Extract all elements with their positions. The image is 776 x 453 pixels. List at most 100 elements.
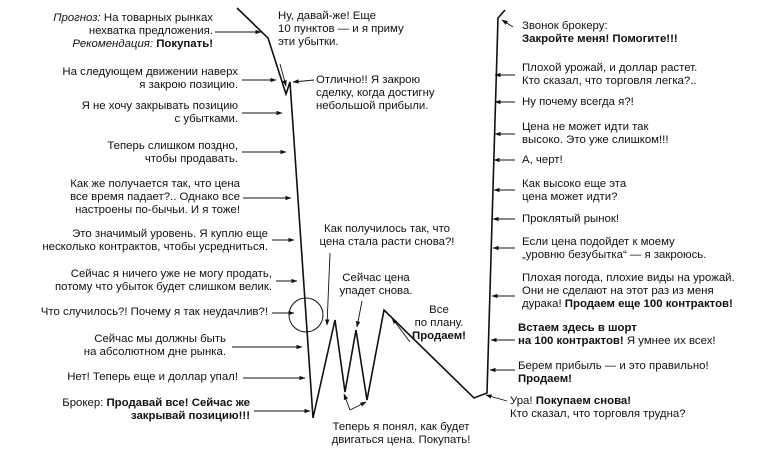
note-line: Теперь слишком поздно, xyxy=(107,140,238,152)
note-will-fall-again: Сейчас цена упадет снова. xyxy=(336,272,416,298)
forecast-note: Прогноз: На товарных рынках нехватка пре… xyxy=(53,12,213,52)
note-market-bottom: Сейчас мы должны быть на абсолютном дне … xyxy=(84,333,226,359)
note-how-high: Как высоко еще эта цена может идти? xyxy=(522,178,626,204)
note-line: А, черт! xyxy=(522,154,563,166)
note-action: Продаем еще 100 контрактов! xyxy=(564,298,733,311)
note-line: Все xyxy=(429,304,449,316)
note-line: я закрою позицию. xyxy=(139,79,238,92)
note-small-profit: Отлично!! Я закрою сделку, когда достигн… xyxy=(316,74,435,114)
note-line: Плохой урожай, и доллар растет. xyxy=(522,62,698,74)
broker-prefix: Брокер: xyxy=(62,397,104,409)
broker-demand: Продавай все! Сейчас же xyxy=(106,397,251,409)
note-action: Покупаем снова! xyxy=(535,395,632,407)
note-line: Я не хочу закрывать позицию xyxy=(81,100,238,112)
note-line: настроены по-бычьи. И я тоже! xyxy=(75,204,240,217)
left-arrows xyxy=(215,29,311,414)
note-line: эти убытки. xyxy=(278,36,339,49)
note-line: Теперь я понял, как будет xyxy=(332,421,470,433)
note-price-falling: Как же получается так, что цена все врем… xyxy=(70,178,240,218)
recommendation-action: Покупать! xyxy=(156,38,213,51)
note-line: сделку, когда достигну xyxy=(316,87,435,100)
note-all-to-plan: Все по плану. Продаем! xyxy=(404,304,474,344)
note-price-rising-again: Как получилось так, что цена стала расти… xyxy=(312,223,462,249)
note-line: Это значимый уровень. Я куплю еще xyxy=(72,228,268,240)
note-too-late: Теперь слишком поздно, чтобы продавать. xyxy=(107,140,238,166)
note-line: Кто сказал, что торговля легка?.. xyxy=(522,75,697,88)
note-line: по плану. xyxy=(414,317,464,330)
note-bad-harvest: Плохой урожай, и доллар растет. Кто сказ… xyxy=(522,62,697,88)
note-no-loss-close: Я не хочу закрывать позицию с убытками. xyxy=(82,100,238,126)
note-close-on-rise: На следующем движении наверх я закрою по… xyxy=(62,66,238,92)
note-line: Берем прибыль — и это правильно! xyxy=(518,360,709,372)
note-line: Сейчас цена xyxy=(342,272,410,284)
note-line: с убытками. xyxy=(174,113,238,126)
note-action: Продаем! xyxy=(412,330,466,343)
note-line: Если цена подойдет к моему xyxy=(522,236,675,248)
note-line: Я умнее их всех! xyxy=(623,335,716,348)
note-action: Закройте меня! Помогите!!! xyxy=(522,33,678,46)
note-line: упадет снова. xyxy=(339,285,413,298)
note-line: Отлично!! Я закрою xyxy=(316,74,421,86)
note-too-high: Цена не может идти так высоко. Это уже с… xyxy=(522,121,669,147)
note-cant-sell: Сейчас я ничего уже не могу продать, пот… xyxy=(55,268,272,294)
note-understood-price: Теперь я понял, как будет двигаться цена… xyxy=(318,421,484,447)
note-bad-weather: Плохая погода, плохие виды на урожай. Он… xyxy=(522,272,735,312)
note-line: Сейчас мы должны быть xyxy=(94,333,226,345)
price-line xyxy=(236,7,506,419)
note-damn: А, черт! xyxy=(522,154,563,167)
note-line: Кто сказал, что торговля трудна? xyxy=(510,408,686,421)
recommendation-prefix: Рекомендация: xyxy=(72,38,154,51)
note-line: Они не сделают на этот раз из меня xyxy=(522,285,714,298)
note-line: На следующем движении наверх xyxy=(62,66,238,78)
note-line: Проклятый рынок! xyxy=(522,213,620,225)
note-line: все время падает?.. Однако все xyxy=(70,191,240,204)
note-line: Что случилось?! Почему я так неудачлив?! xyxy=(40,306,268,318)
note-line: Плохая погода, плохие виды на урожай. xyxy=(522,272,735,284)
note-buy-again: Ура! Покупаем снова! Кто сказал, что тор… xyxy=(510,395,686,421)
note-line: Сейчас я ничего уже не могу продать, xyxy=(70,268,272,280)
note-dollar-fell: Нет! Теперь еще и доллар упал! xyxy=(67,371,238,384)
note-action: Продаем! xyxy=(518,373,572,386)
note-line: чтобы продавать. xyxy=(144,153,238,166)
forecast-text: На товарных рынках xyxy=(100,12,213,24)
note-action: на 100 контрактов! xyxy=(518,335,624,348)
note-line: Ура! xyxy=(510,395,536,407)
note-ten-points: Ну, давай-же! Еще 10 пунктов — и я приму… xyxy=(278,10,404,50)
note-line: Как получилось так, что xyxy=(323,223,450,235)
note-what-happened: Что случилось?! Почему я так неудачлив?! xyxy=(41,306,268,319)
note-line: двигаться цена. Покупать! xyxy=(331,434,471,447)
middle-arrows xyxy=(279,63,411,411)
note-line: дурака! xyxy=(522,298,565,311)
broker-demand-line2: закрывай позицию!!! xyxy=(130,410,250,423)
note-call-broker: Звонок брокеру: Закройте меня! Помогите!… xyxy=(522,20,678,46)
right-arrows xyxy=(485,19,515,402)
note-broker-sell: Брокер: Продавай все! Сейчас же закрывай… xyxy=(62,397,250,423)
note-take-profit: Берем прибыль — и это правильно! Продаем… xyxy=(518,360,709,386)
note-line: 10 пунктов — и я приму xyxy=(278,23,404,36)
note-line: несколько контрактов, чтобы усредниться. xyxy=(42,241,268,254)
note-why-me: Ну почему всегда я?! xyxy=(522,96,634,109)
note-line: Как же получается так, что цена xyxy=(70,178,240,190)
note-line: высоко. Это уже слишком!!! xyxy=(522,134,669,147)
note-line: Цена не может идти так xyxy=(522,121,649,133)
note-line: Ну почему всегда я?! xyxy=(522,96,634,108)
note-damned-market: Проклятый рынок! xyxy=(522,213,619,226)
note-line: Звонок брокеру: xyxy=(522,20,608,32)
note-line: на абсолютном дне рынка. xyxy=(83,346,226,359)
note-line: небольшой прибыли. xyxy=(316,100,429,113)
forecast-text-line2: нехватка предложения. xyxy=(88,25,213,38)
note-line: Нет! Теперь еще и доллар упал! xyxy=(67,371,238,383)
note-line: цена может идти? xyxy=(522,191,618,204)
note-line: „уровню безубытка“ — я закроюсь. xyxy=(522,249,707,262)
note-line: Ну, давай-же! Еще xyxy=(278,10,376,22)
note-average-down: Это значимый уровень. Я куплю еще нескол… xyxy=(42,228,268,254)
note-action: Встаем здесь в шорт xyxy=(518,322,637,334)
note-breakeven: Если цена подойдет к моему „уровню безуб… xyxy=(522,236,706,262)
note-line: Как высоко еще эта xyxy=(522,178,627,190)
note-line: цена стала расти снова?! xyxy=(319,236,455,249)
note-line: потому что убыток будет слишком велик. xyxy=(54,281,272,294)
note-go-short: Встаем здесь в шорт на 100 контрактов! Я… xyxy=(518,322,716,348)
forecast-prefix: Прогноз: xyxy=(53,12,101,24)
